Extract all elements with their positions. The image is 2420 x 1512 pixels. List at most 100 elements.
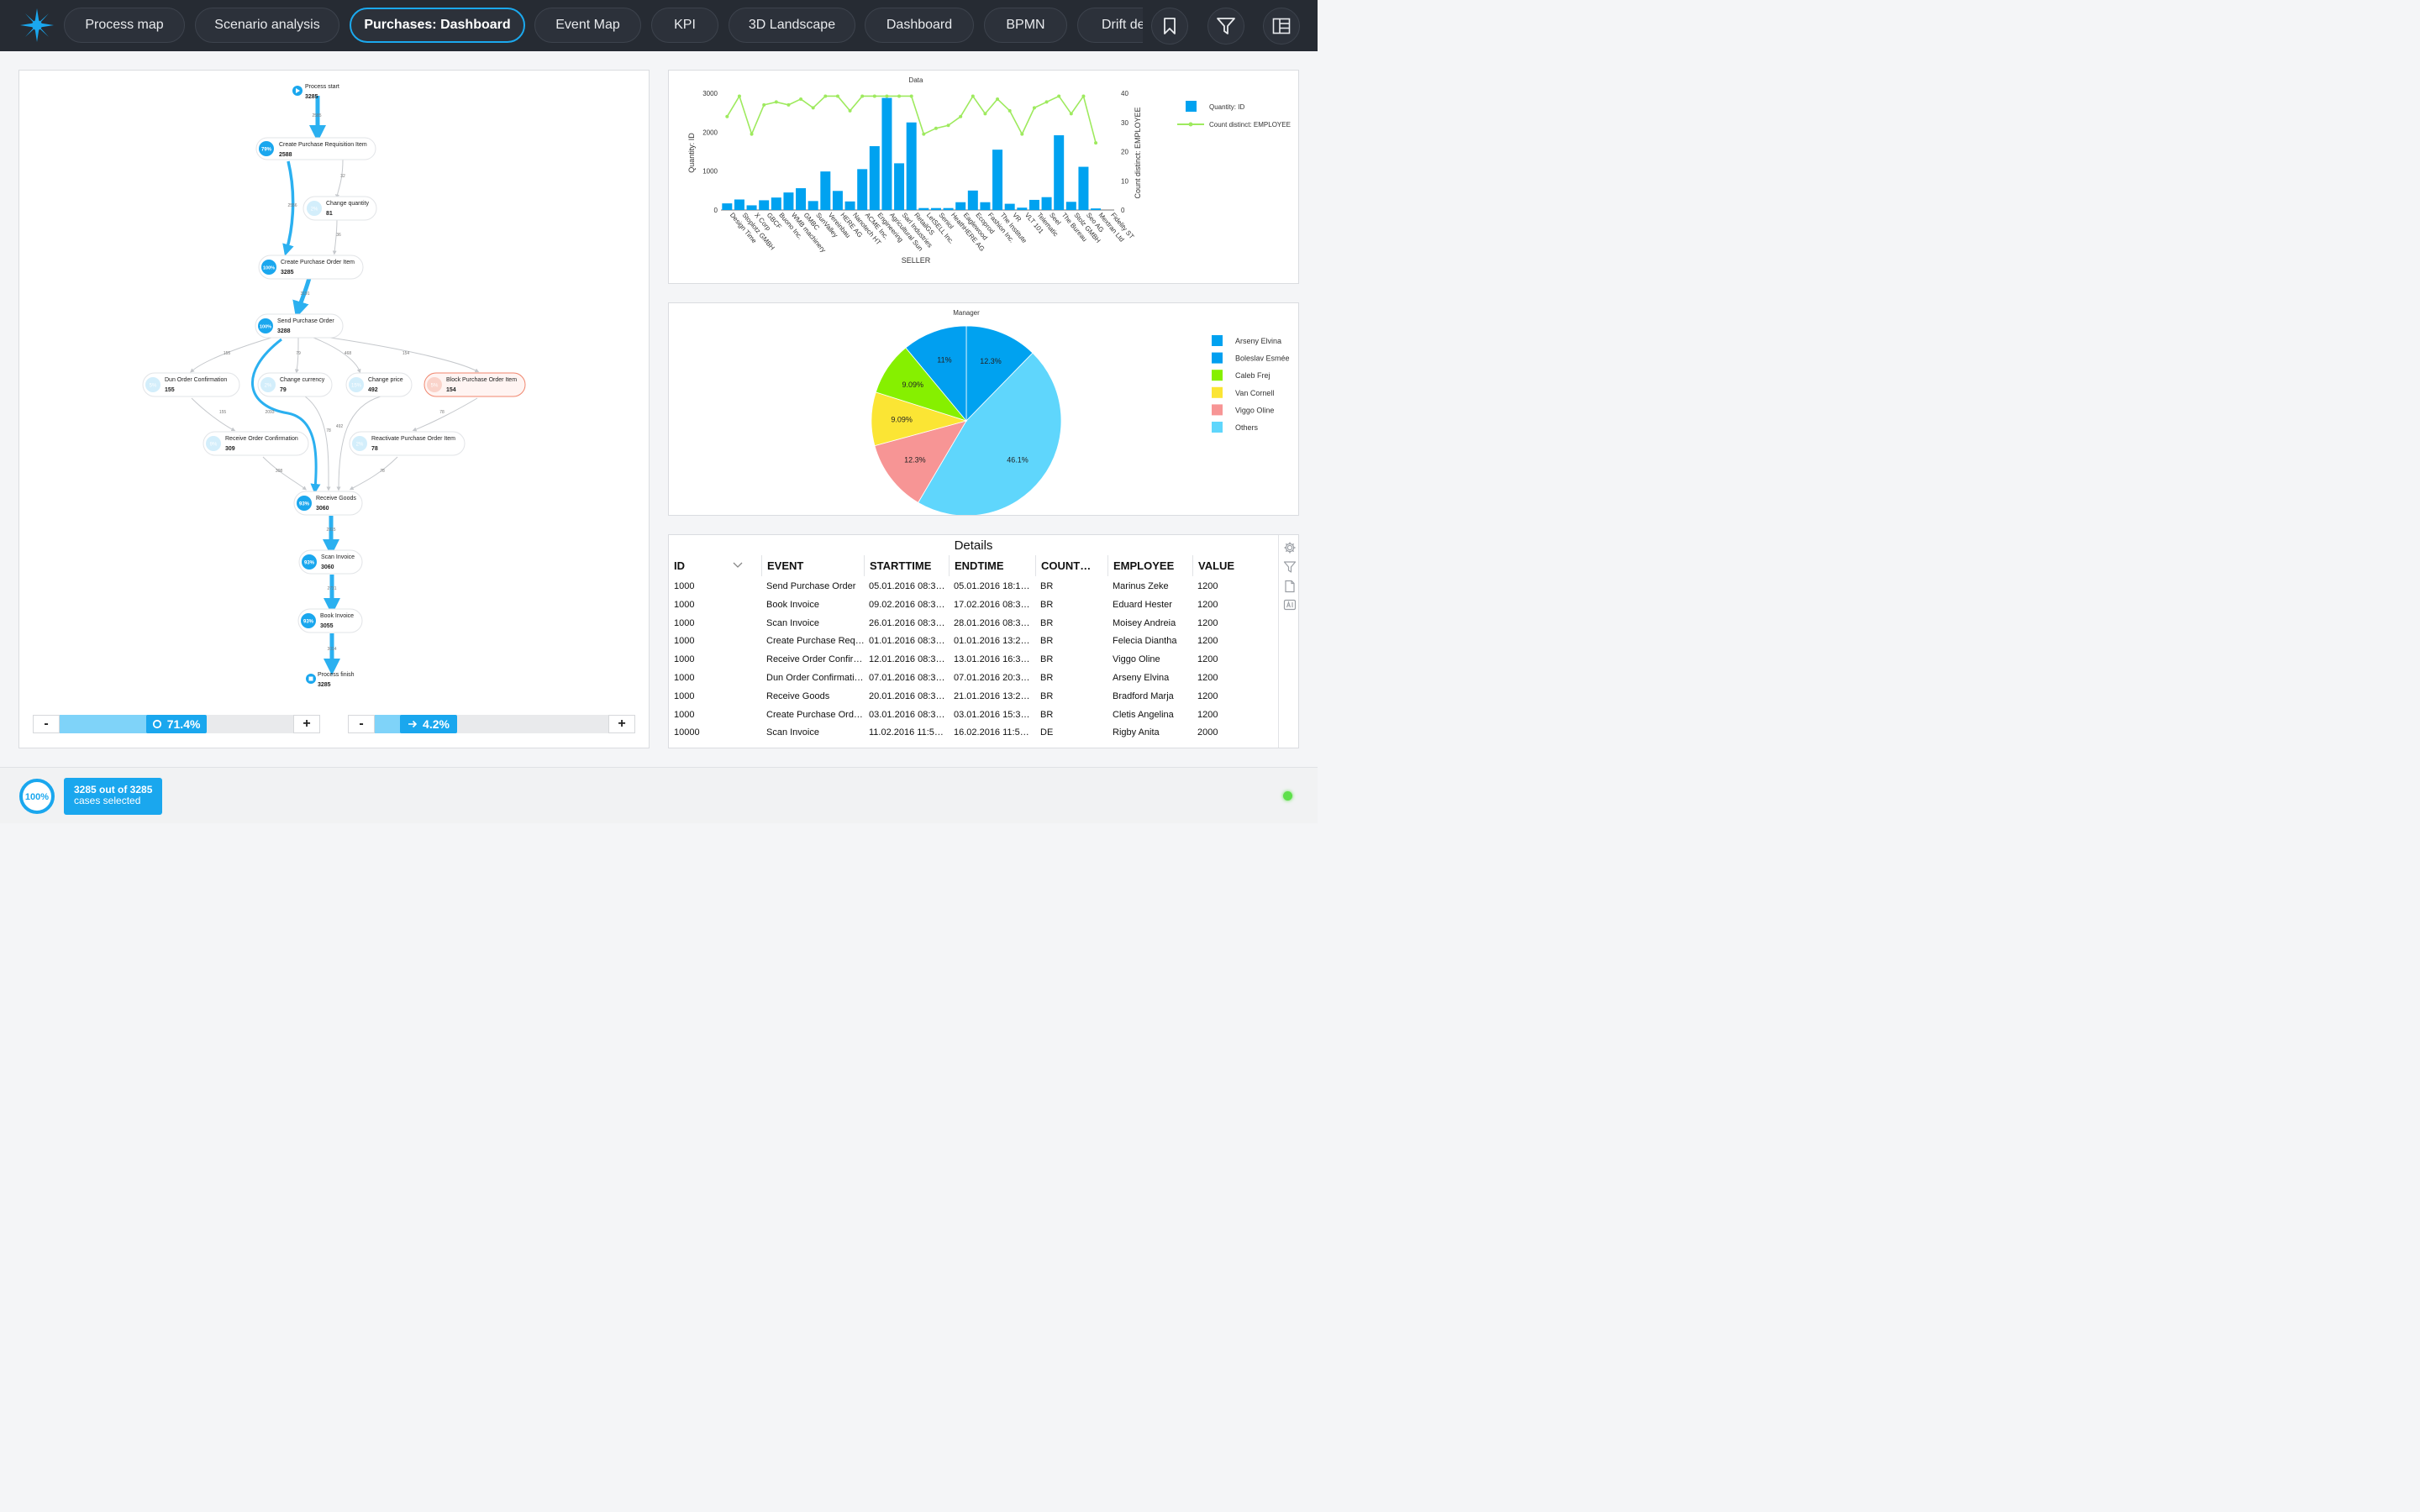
tab-scenario-analysis[interactable]: Scenario analysis (195, 8, 339, 43)
line-point[interactable] (885, 94, 889, 98)
bar[interactable] (1078, 166, 1089, 210)
bar[interactable] (734, 199, 744, 210)
edge-reactivate-receive-goods[interactable] (349, 456, 398, 491)
bar[interactable] (820, 171, 831, 210)
line-point[interactable] (946, 123, 950, 128)
paths-plus-button[interactable]: + (608, 715, 635, 733)
legend-item[interactable]: Viggo Oline (1212, 404, 1274, 416)
export-icon[interactable] (1283, 580, 1297, 593)
node-reactivate-purchase-order-item[interactable]: 2% Reactivate Purchase Order Item 78 (349, 431, 466, 456)
layout-button[interactable] (1263, 8, 1300, 45)
legend-item[interactable]: Others (1212, 422, 1259, 433)
bar[interactable] (1091, 208, 1102, 210)
app-logo-icon[interactable] (18, 7, 55, 44)
bar[interactable] (759, 200, 770, 210)
node-change-price[interactable]: 15% Change price 492 (345, 372, 413, 397)
line-point[interactable] (1094, 141, 1098, 145)
bar[interactable] (943, 207, 954, 210)
bar[interactable] (783, 192, 794, 210)
edge-order-item-send[interactable] (292, 277, 312, 318)
line-point[interactable] (959, 114, 963, 118)
bar[interactable] (1054, 135, 1065, 210)
node-dun-order-confirmation[interactable]: 5% Dun Order Confirmation 155 (142, 372, 240, 397)
line-point[interactable] (811, 106, 815, 110)
activities-minus-button[interactable]: - (33, 715, 60, 733)
line-point[interactable] (1069, 112, 1073, 116)
edge-receive-conf-receive-goods[interactable] (262, 456, 307, 491)
bar[interactable] (992, 150, 1003, 210)
column-header-employee[interactable]: EMPLOYEE (1107, 555, 1192, 576)
pie-slice[interactable] (965, 325, 1034, 422)
column-header-event[interactable]: EVENT (761, 555, 864, 576)
bar[interactable] (930, 207, 941, 210)
bar[interactable] (796, 188, 807, 210)
bar[interactable] (1028, 199, 1039, 210)
line-point[interactable] (823, 94, 828, 98)
legend-item-quantity[interactable]: Quantity: ID (1186, 101, 1244, 112)
line-point[interactable] (872, 94, 876, 98)
edge-send-dun[interactable] (190, 337, 272, 373)
tab-3d-landscape[interactable]: 3D Landscape (729, 8, 855, 43)
tab-process-map[interactable]: Process map (64, 8, 185, 43)
line-point[interactable] (848, 108, 852, 113)
node-process-finish[interactable]: Process finish 3285 (306, 672, 355, 688)
node-change-quantity[interactable]: 2% Change quantity 81 (302, 196, 377, 221)
tab-dashboard[interactable]: Dashboard (865, 8, 974, 43)
line-point[interactable] (1007, 108, 1012, 113)
bar[interactable] (894, 163, 905, 210)
line-point[interactable] (860, 94, 865, 98)
manager-pie-chart[interactable]: Manager 12.3%46.1%12.3%9.09%9.09%11% Ars… (669, 303, 1298, 517)
bar[interactable] (955, 202, 966, 210)
edge-send-currency[interactable] (294, 337, 299, 374)
gear-icon[interactable] (1283, 541, 1297, 554)
activities-slider-track[interactable]: 71.4% (60, 715, 293, 733)
line-point[interactable] (922, 132, 926, 136)
edge-dun-receive-conf[interactable] (191, 397, 236, 432)
column-header-id[interactable]: ID (669, 555, 761, 576)
bar[interactable] (869, 146, 880, 210)
paths-minus-button[interactable]: - (348, 715, 375, 733)
line-point[interactable] (909, 94, 913, 98)
line-point[interactable] (971, 94, 975, 98)
bar[interactable] (1017, 207, 1028, 210)
line-point[interactable] (774, 100, 778, 104)
line-point[interactable] (725, 114, 729, 118)
bar[interactable] (746, 205, 757, 210)
filter-icon[interactable] (1283, 560, 1297, 574)
tab-bpmn[interactable]: BPMN (984, 8, 1067, 43)
line-point[interactable] (897, 94, 902, 98)
activities-slider-handle[interactable]: 71.4% (145, 715, 207, 733)
edge-price-receive-goods[interactable] (336, 396, 381, 491)
bar[interactable] (1041, 197, 1052, 210)
node-create-purchase-requisition-item[interactable]: 79% Create Purchase Requisition Item 258… (255, 137, 376, 160)
activities-plus-button[interactable]: + (293, 715, 320, 733)
selection-ring[interactable]: 100% (18, 778, 55, 815)
tab-event-map[interactable]: Event Map (534, 8, 641, 43)
edge-change-qty-order-item[interactable] (332, 218, 338, 255)
node-send-purchase-order[interactable]: 100% Send Purchase Order 3288 (255, 313, 344, 339)
line-point[interactable] (750, 132, 754, 136)
bar[interactable] (918, 207, 929, 210)
edge-send-receive-goods[interactable] (250, 338, 321, 494)
column-header-country[interactable]: COUNT… (1035, 555, 1107, 576)
column-header-starttime[interactable]: STARTTIME (864, 555, 949, 576)
chevron-down-icon[interactable] (733, 562, 743, 569)
filter-button[interactable] (1207, 8, 1244, 45)
tab-purchases-dashboard[interactable]: Purchases: Dashboard (350, 8, 525, 43)
tab-drift[interactable]: Drift de (1077, 8, 1143, 43)
bar[interactable] (980, 202, 991, 210)
selection-summary[interactable]: 3285 out of 3285 cases selected (64, 778, 162, 815)
node-receive-goods[interactable]: 93% Receive Goods 3060 (293, 491, 363, 516)
process-map-canvas[interactable]: 2585 32 2556 36 3191 155 79 468 154 155 … (19, 71, 649, 709)
node-create-purchase-order-item[interactable]: 100% Create Purchase Order Item 3285 (258, 255, 364, 280)
column-header-endtime[interactable]: ENDTIME (949, 555, 1035, 576)
